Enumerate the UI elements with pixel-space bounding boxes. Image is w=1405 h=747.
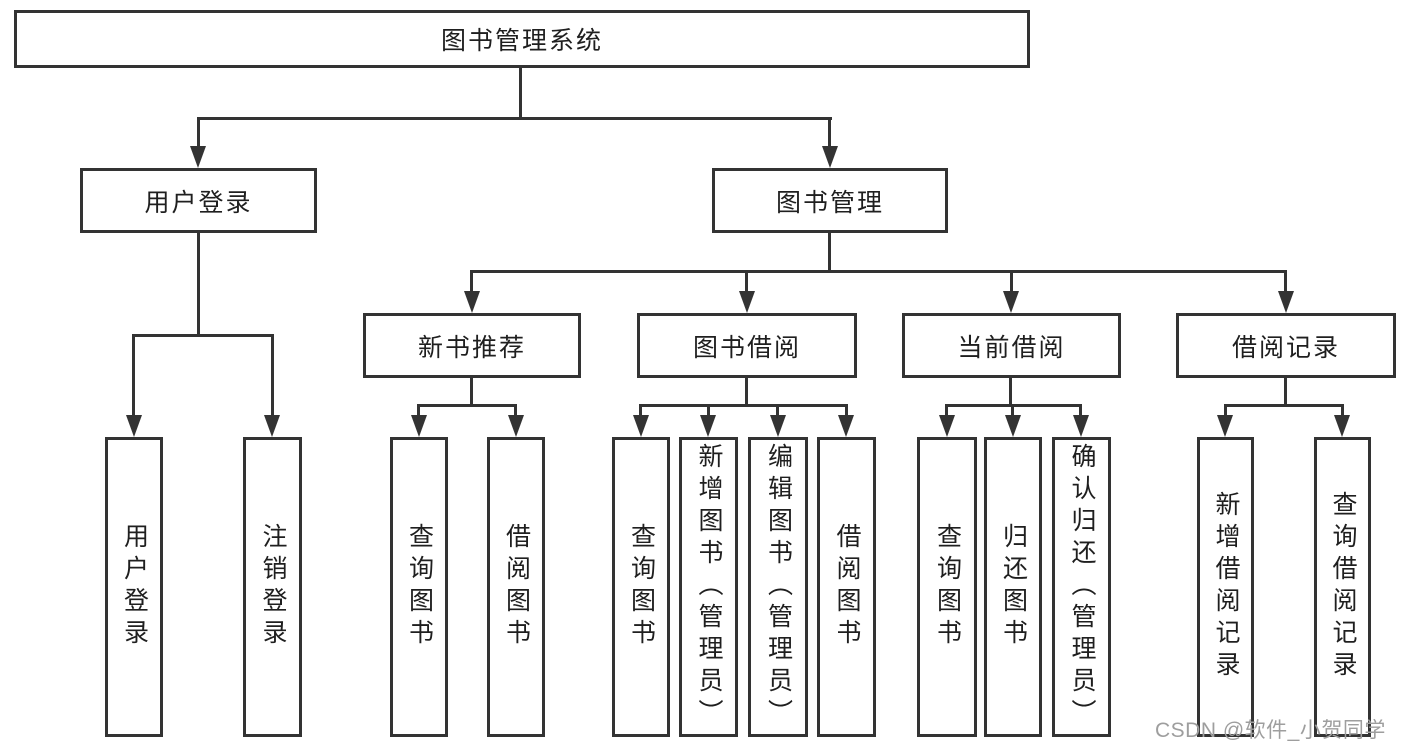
csdn-watermark: CSDN @软件_小贺同学 bbox=[1155, 719, 1386, 742]
arrowhead-down-icon bbox=[1334, 415, 1350, 437]
node-current-borrow: 当前借阅 bbox=[902, 313, 1121, 378]
leaf-borrow-add-books-admin-label: 新增图书（管理员） bbox=[695, 443, 723, 731]
leaf-current-confirm-return-admin: 确认归还（管理员） bbox=[1052, 437, 1111, 737]
connector-line bbox=[945, 404, 948, 417]
node-book-mgmt-label: 图书管理 bbox=[775, 188, 884, 217]
node-book-borrow-label: 图书借阅 bbox=[692, 333, 801, 362]
leaf-records-add-record: 新增借阅记录 bbox=[1197, 437, 1254, 737]
connector-line bbox=[132, 334, 274, 337]
connector-line bbox=[197, 117, 832, 120]
leaf-records-query-record-label: 查询借阅记录 bbox=[1329, 491, 1357, 683]
arrowhead-down-icon bbox=[838, 415, 854, 437]
leaf-newbook-borrow-books-label: 借阅图书 bbox=[502, 523, 531, 651]
leaf-current-confirm-return-admin-label: 确认归还（管理员） bbox=[1068, 443, 1096, 731]
connector-line bbox=[132, 334, 135, 417]
node-user-login-label: 用户登录 bbox=[144, 188, 253, 217]
arrowhead-down-icon bbox=[1073, 415, 1089, 437]
connector-line bbox=[514, 404, 517, 417]
arrowhead-down-icon bbox=[1278, 291, 1294, 313]
arrowhead-down-icon bbox=[126, 415, 142, 437]
connector-line bbox=[639, 404, 642, 417]
connector-line bbox=[417, 404, 420, 417]
arrowhead-down-icon bbox=[939, 415, 955, 437]
node-borrow-records: 借阅记录 bbox=[1176, 313, 1396, 378]
connector-line bbox=[828, 233, 831, 272]
arrowhead-down-icon bbox=[411, 415, 427, 437]
leaf-user-login: 用户登录 bbox=[105, 437, 163, 737]
arrowhead-down-icon bbox=[633, 415, 649, 437]
connector-line bbox=[707, 404, 710, 417]
node-root: 图书管理系统 bbox=[14, 10, 1030, 68]
connector-line bbox=[1224, 404, 1344, 407]
connector-line bbox=[470, 270, 473, 293]
arrowhead-down-icon bbox=[190, 146, 206, 168]
node-book-mgmt: 图书管理 bbox=[712, 168, 948, 233]
leaf-logout: 注销登录 bbox=[243, 437, 302, 737]
connector-line bbox=[197, 117, 200, 150]
leaf-user-login-label: 用户登录 bbox=[120, 523, 149, 651]
connector-line bbox=[519, 68, 522, 117]
leaf-logout-label: 注销登录 bbox=[259, 523, 287, 651]
leaf-newbook-query-books-label: 查询图书 bbox=[405, 523, 434, 651]
connector-line bbox=[1284, 270, 1287, 293]
node-current-borrow-label: 当前借阅 bbox=[957, 333, 1066, 362]
connector-line bbox=[639, 404, 848, 407]
leaf-newbook-query-books: 查询图书 bbox=[390, 437, 448, 737]
connector-line bbox=[845, 404, 848, 417]
connector-line bbox=[745, 270, 748, 293]
leaf-borrow-query-books-label: 查询图书 bbox=[627, 523, 656, 651]
leaf-borrow-query-books: 查询图书 bbox=[612, 437, 670, 737]
leaf-borrow-edit-books-admin-label: 编辑图书（管理员） bbox=[764, 443, 793, 731]
leaf-records-add-record-label: 新增借阅记录 bbox=[1212, 491, 1240, 683]
node-user-login: 用户登录 bbox=[80, 168, 317, 233]
leaf-borrow-add-books-admin: 新增图书（管理员） bbox=[679, 437, 738, 737]
connector-line bbox=[470, 378, 473, 406]
connector-line bbox=[776, 404, 779, 417]
leaf-newbook-borrow-books: 借阅图书 bbox=[487, 437, 545, 737]
leaf-current-query-books: 查询图书 bbox=[917, 437, 977, 737]
connector-line bbox=[1009, 378, 1012, 406]
leaf-current-query-books-label: 查询图书 bbox=[933, 523, 962, 651]
leaf-current-return-books-label: 归还图书 bbox=[999, 523, 1028, 651]
connector-line bbox=[1079, 404, 1082, 417]
arrowhead-down-icon bbox=[464, 291, 480, 313]
connector-line bbox=[828, 117, 831, 150]
leaf-borrow-edit-books-admin: 编辑图书（管理员） bbox=[748, 437, 808, 737]
connector-line bbox=[197, 233, 200, 336]
arrowhead-down-icon bbox=[1005, 415, 1021, 437]
connector-line bbox=[1284, 378, 1287, 406]
arrowhead-down-icon bbox=[508, 415, 524, 437]
leaf-borrow-borrow-books-label: 借阅图书 bbox=[833, 523, 861, 651]
arrowhead-down-icon bbox=[1217, 415, 1233, 437]
arrowhead-down-icon bbox=[1003, 291, 1019, 313]
arrowhead-down-icon bbox=[700, 415, 716, 437]
node-book-borrow: 图书借阅 bbox=[637, 313, 857, 378]
connector-line bbox=[745, 378, 748, 406]
arrowhead-down-icon bbox=[822, 146, 838, 168]
leaf-borrow-borrow-books: 借阅图书 bbox=[817, 437, 876, 737]
node-borrow-records-label: 借阅记录 bbox=[1231, 333, 1340, 362]
node-new-book: 新书推荐 bbox=[363, 313, 581, 378]
connector-line bbox=[271, 334, 274, 417]
connector-line bbox=[1224, 404, 1227, 417]
connector-line bbox=[1341, 404, 1344, 417]
node-new-book-label: 新书推荐 bbox=[417, 333, 526, 362]
connector-line bbox=[417, 404, 517, 407]
arrowhead-down-icon bbox=[264, 415, 280, 437]
leaf-records-query-record: 查询借阅记录 bbox=[1314, 437, 1371, 737]
connector-line bbox=[1011, 404, 1014, 417]
node-root-label: 图书管理系统 bbox=[440, 27, 603, 55]
arrowhead-down-icon bbox=[739, 291, 755, 313]
leaf-current-return-books: 归还图书 bbox=[984, 437, 1042, 737]
connector-line bbox=[470, 270, 1287, 273]
connector-line bbox=[1010, 270, 1013, 293]
arrowhead-down-icon bbox=[770, 415, 786, 437]
